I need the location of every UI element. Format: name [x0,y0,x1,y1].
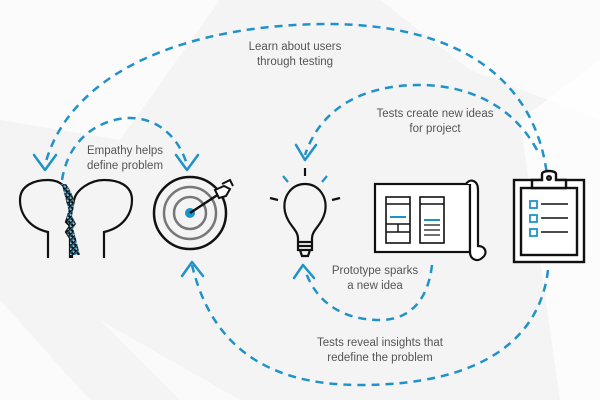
arrowhead-target-bottom [180,260,205,278]
label-line: a new idea [347,280,403,292]
arrow-empathy [60,116,189,181]
target-icon [152,175,234,251]
label-line: through testing [256,56,334,68]
label-line: define problem [86,160,164,172]
arrowhead-heads-top [32,153,58,172]
label-tests-create: Tests create new ideas for project [360,107,510,137]
clipboard-icon [512,169,586,264]
label-line: for project [409,123,461,135]
label-tests-reveal: Tests reveal insights that redefine the … [295,336,465,366]
label-line: Tests create new ideas [376,108,494,120]
lightbulb-icon [269,168,341,258]
label-line: Empathy helps [86,145,164,157]
label-line: Tests reveal insights that [317,337,443,349]
heads-icon [18,178,134,258]
label-line: Learn about users [248,41,342,53]
label-line: redefine the problem [327,352,433,364]
label-line: Prototype sparks [331,265,419,277]
arrowhead-bulb-top [294,143,318,162]
label-empathy: Empathy helps define problem [70,144,180,174]
arrow-prototype-sparks [303,264,434,322]
arrow-learn-about-users [43,22,550,186]
arrow-tests-create-ideas [303,83,539,156]
arrowhead-target-top [174,153,200,172]
label-learn-about-users: Learn about users through testing [225,40,365,70]
arrow-tests-reveal [190,264,550,387]
arrowhead-bulb-bottom [292,263,316,280]
label-prototype-sparks: Prototype sparks a new idea [320,264,430,294]
blueprint-icon [373,179,487,262]
